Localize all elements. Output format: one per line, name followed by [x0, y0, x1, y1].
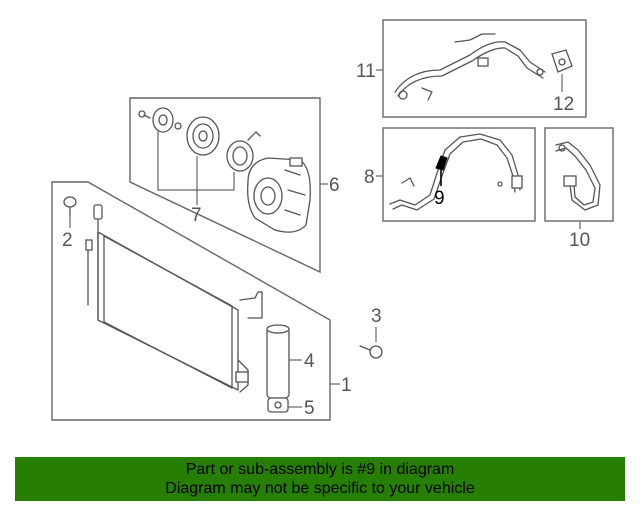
bolt-part-3[interactable] [359, 345, 383, 359]
callout-7: 7 [191, 205, 202, 226]
callout-4: 4 [304, 351, 315, 372]
callout-6: 6 [329, 175, 340, 196]
highlighted-part-9[interactable] [435, 155, 448, 171]
condenser-assembly[interactable] [51, 181, 331, 421]
fitting-part-12[interactable] [551, 49, 573, 73]
callout-12: 12 [553, 94, 574, 115]
bolt-part-2[interactable] [63, 196, 77, 217]
callout-3: 3 [371, 306, 382, 327]
banner-line-1: Part or sub-assembly is #9 in diagram [185, 461, 455, 478]
callout-11: 11 [356, 61, 376, 82]
callout-5: 5 [304, 398, 315, 419]
compressor-assembly[interactable] [129, 97, 321, 274]
hose-assembly-part-11[interactable] [382, 19, 587, 118]
receiver-drier-part-4[interactable] [266, 324, 290, 399]
callout-8: 8 [364, 167, 375, 188]
cap-part-5[interactable] [267, 397, 289, 413]
hose-assembly-part-8[interactable] [382, 127, 536, 222]
callout-2: 2 [62, 230, 73, 251]
info-banner: Part or sub-assembly is #9 in diagram Di… [15, 457, 625, 501]
callout-9: 9 [434, 188, 445, 209]
parts-diagram: 2 4 5 1 3 [51, 19, 614, 421]
callout-10: 10 [569, 230, 590, 251]
banner-line-2: Diagram may not be specific to your vehi… [165, 480, 475, 497]
callout-1: 1 [341, 375, 352, 396]
hose-assembly-part-10[interactable] [544, 127, 614, 222]
